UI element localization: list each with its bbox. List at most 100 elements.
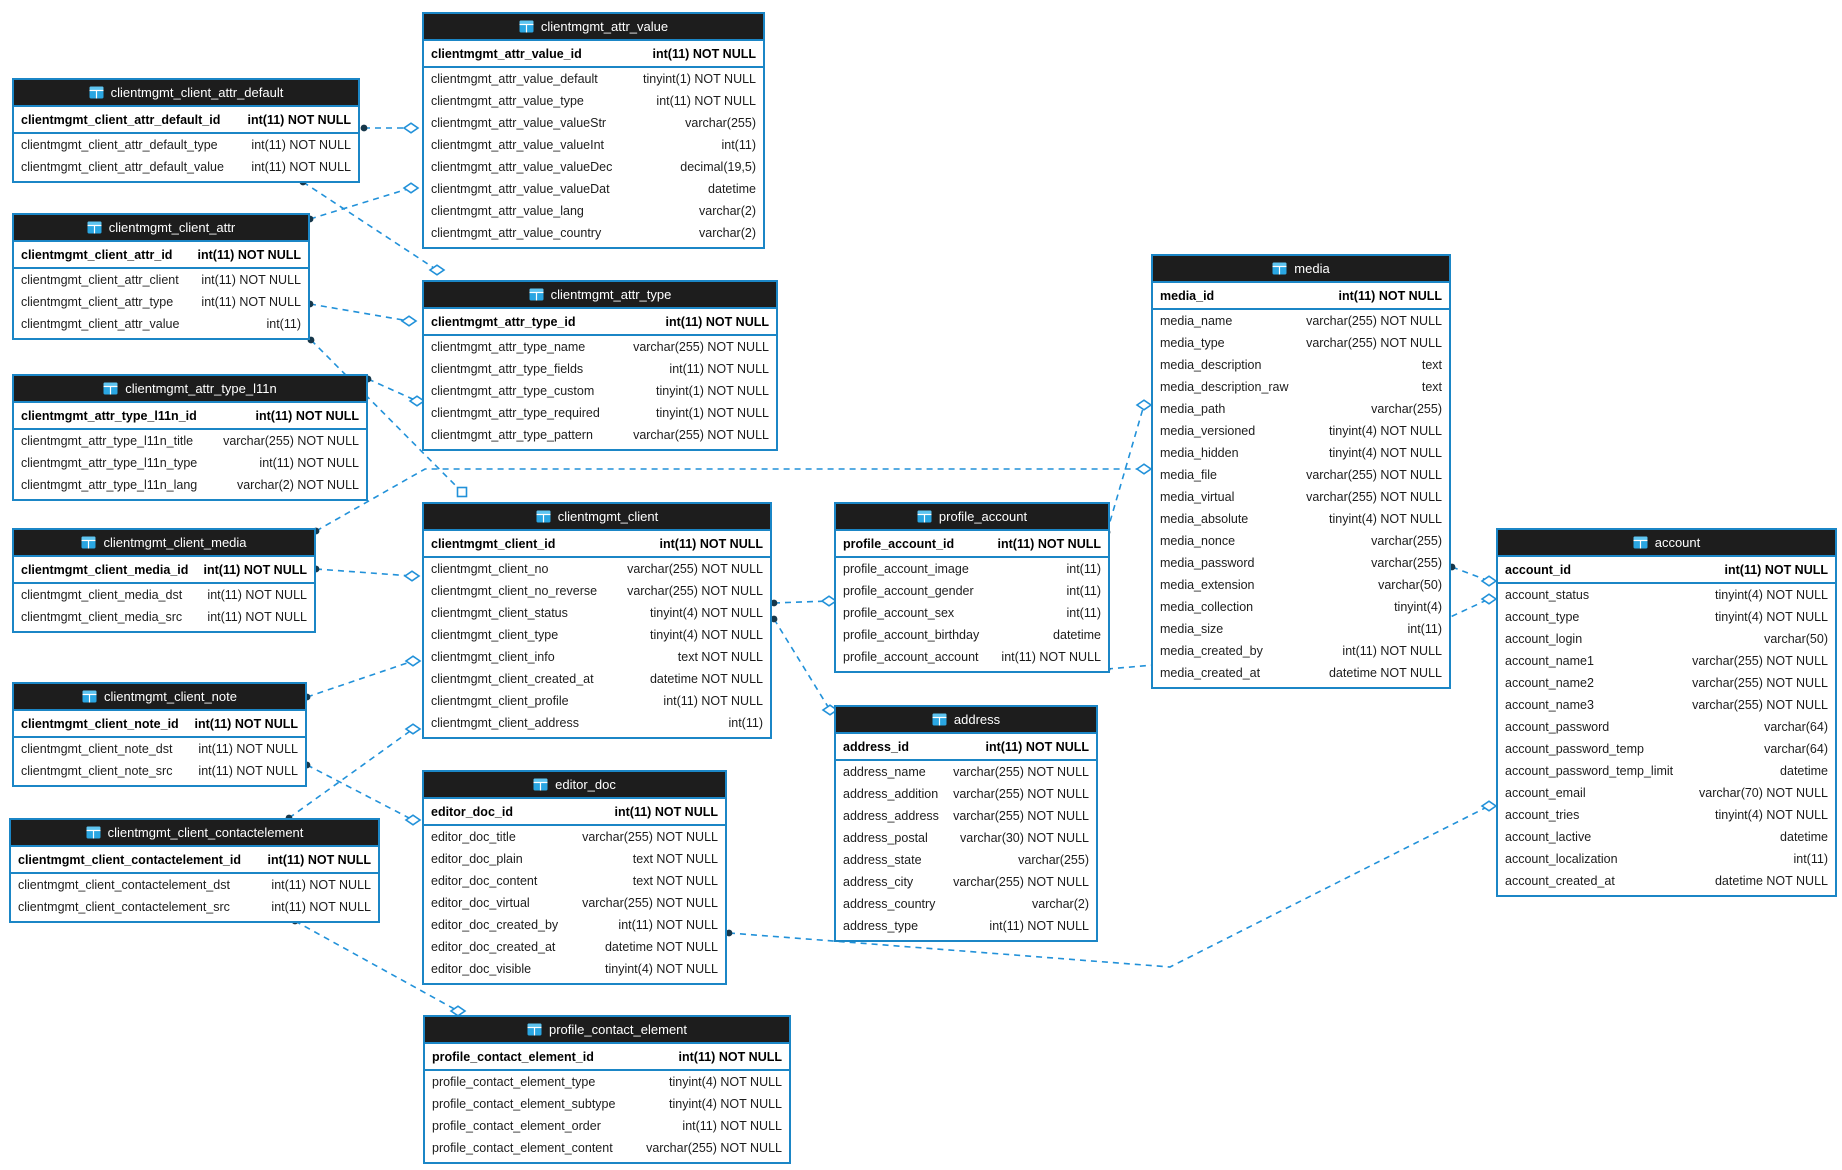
relationship-line-attr_type_l11n-to-attr_type[interactable] <box>364 375 426 407</box>
relationship-line-client_media-to-client[interactable] <box>312 565 421 582</box>
relationship-line-client_note-to-client[interactable] <box>303 655 422 701</box>
table-header[interactable]: clientmgmt_attr_type <box>424 282 776 309</box>
table-header[interactable]: account <box>1498 530 1835 557</box>
table-header[interactable]: profile_contact_element <box>425 1017 789 1044</box>
table-header[interactable]: clientmgmt_client <box>424 504 770 531</box>
relationship-line-client_note-to-editor_doc[interactable] <box>303 761 422 826</box>
table-header[interactable]: clientmgmt_attr_value <box>424 14 763 41</box>
table-header[interactable]: clientmgmt_client_media <box>14 530 314 557</box>
table-header[interactable]: clientmgmt_client_attr_default <box>14 80 358 107</box>
relationship-line-media-to-account[interactable] <box>1448 563 1498 587</box>
table-header[interactable]: editor_doc <box>424 772 725 799</box>
relationship-line-client_attr-to-attr_value[interactable] <box>306 182 420 223</box>
relationship-line-client_attr_default-to-attr_value[interactable] <box>360 122 420 134</box>
table-header[interactable]: address <box>836 707 1096 734</box>
